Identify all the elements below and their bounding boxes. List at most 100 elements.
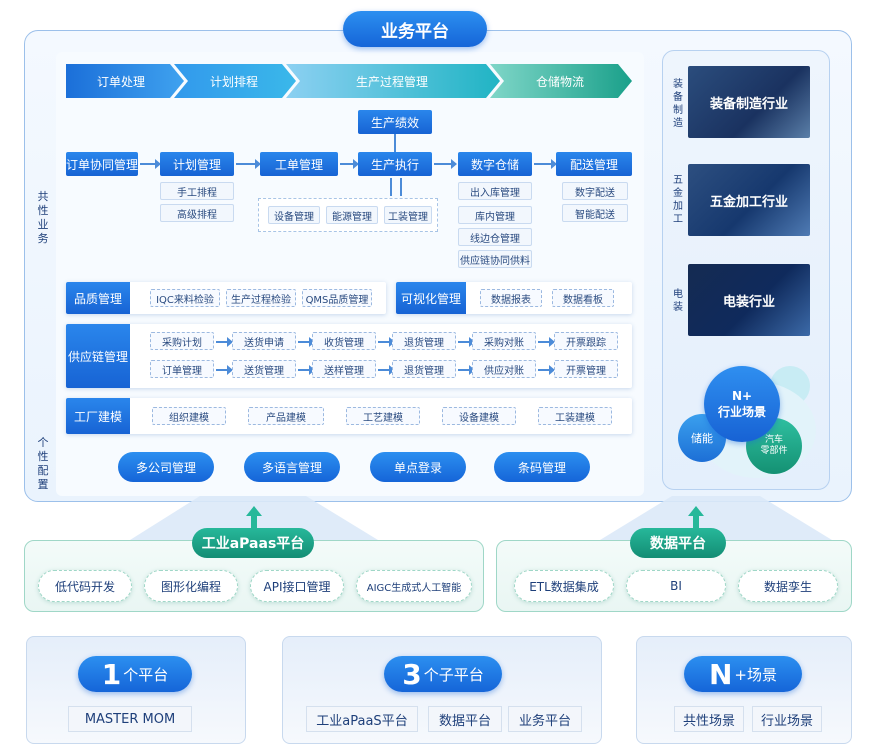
- supply-r1-arrow-2: [298, 337, 315, 347]
- supply-r1-arrow-1: [216, 337, 233, 347]
- summary-2-sub-3: 业务平台: [508, 706, 582, 732]
- visual-item-1: 数据报表: [480, 289, 542, 307]
- supply-r2-arrow-5: [538, 365, 555, 375]
- flow-seg-label-3: 生产过程管理: [355, 74, 428, 89]
- warehouse-sub-1: 出入库管理: [458, 182, 532, 200]
- supply-r1-arrow-5: [538, 337, 555, 347]
- apaas-item-1: 低代码开发: [38, 570, 132, 602]
- flow-seg-label-4: 仓储物流: [535, 74, 584, 89]
- summary-3-sub-2: 行业场景: [752, 706, 822, 732]
- warehouse-box: 数字仓储: [458, 152, 532, 176]
- bubble-energy: 储能: [678, 414, 726, 462]
- flow-seg-3: [286, 64, 500, 98]
- supply-r2-arrow-3: [378, 365, 395, 375]
- industry-hardware: 五金加工行业: [688, 164, 810, 236]
- supply-r1-5: 采购对账: [472, 332, 536, 350]
- factory-item-4: 设备建模: [442, 407, 516, 425]
- connector-shapes: [130, 496, 832, 540]
- apaas-item-4: AIGC生成式人工智能: [356, 570, 472, 602]
- supply-r2-arrow-4: [458, 365, 475, 375]
- summary-big-3: N: [708, 657, 733, 691]
- supply-r2-3: 送样管理: [312, 360, 376, 378]
- factory-item-5: 工装建模: [538, 407, 612, 425]
- visual-label: 可视化管理: [396, 282, 466, 314]
- plan-sub-2: 高级排程: [160, 204, 234, 222]
- plan-mgmt-box: 计划管理: [160, 152, 234, 176]
- supply-r1-1: 采购计划: [150, 332, 214, 350]
- summary-suffix-3: +场景: [734, 665, 777, 684]
- industry-electrical: 电装行业: [688, 264, 810, 336]
- supply-r1-arrow-4: [458, 337, 475, 347]
- industry-equipment: 装备制造行业: [688, 66, 810, 138]
- exec-sub-1: 设备管理: [268, 206, 320, 224]
- data-item-3: 数据孪生: [738, 570, 838, 602]
- summary-big-1: 1: [101, 657, 122, 691]
- flow-seg-4: [490, 64, 632, 98]
- flow-seg-label-1: 订单处理: [96, 74, 145, 89]
- supply-r2-arrow-1: [216, 365, 233, 375]
- delivery-box: 配送管理: [556, 152, 632, 176]
- summary-pill-1: 1 个平台: [78, 656, 192, 692]
- summary-pill-2: 3 个子平台: [384, 656, 502, 692]
- data-item-2: BI: [626, 570, 726, 602]
- industry-electrical-label: 电装行业: [722, 294, 775, 310]
- flow-seg-label-2: 计划排程: [209, 74, 258, 89]
- supply-r2-arrow-2: [298, 365, 315, 375]
- warehouse-sub-4: 供应链协同供料: [458, 250, 532, 268]
- multi-language-pill: 多语言管理: [244, 452, 340, 482]
- factory-label: 工厂建模: [66, 398, 130, 434]
- arrow-5: [534, 159, 557, 169]
- production-performance: 生产绩效: [358, 110, 432, 134]
- supply-r2-5: 供应对账: [472, 360, 536, 378]
- industry-side-2: 五金加工: [673, 175, 683, 225]
- data-item-1: ETL数据集成: [514, 570, 614, 602]
- bubble-auto-label: 汽车 零部件: [760, 435, 788, 456]
- summary-1-sub-1: MASTER MOM: [68, 706, 192, 732]
- plan-sub-1: 手工排程: [160, 182, 234, 200]
- bubble-energy-label: 储能: [691, 432, 713, 445]
- quality-item-1: IQC来料检验: [150, 289, 220, 307]
- multi-company-pill: 多公司管理: [118, 452, 214, 482]
- summary-3-sub-1: 共性场景: [674, 706, 744, 732]
- supply-r1-4: 退货管理: [392, 332, 456, 350]
- exec-down-arrow: [390, 178, 392, 196]
- summary-suffix-1: 个平台: [123, 665, 169, 684]
- flow-seg-1: [66, 64, 184, 98]
- sso-pill: 单点登录: [370, 452, 466, 482]
- summary-2-sub-1: 工业aPaaS平台: [306, 706, 418, 732]
- industry-side-3: 电装: [673, 289, 683, 313]
- visual-item-2: 数据看板: [552, 289, 614, 307]
- supply-r2-6: 开票管理: [554, 360, 618, 378]
- factory-item-3: 工艺建模: [346, 407, 420, 425]
- exec-sub-2: 能源管理: [326, 206, 378, 224]
- quality-label: 品质管理: [66, 282, 130, 314]
- apaas-item-3: API接口管理: [250, 570, 344, 602]
- arrow-2: [236, 159, 261, 169]
- quality-item-2: 生产过程检验: [226, 289, 296, 307]
- supply-r2-2: 送货管理: [232, 360, 296, 378]
- industry-hardware-label: 五金加工行业: [709, 194, 788, 210]
- exec-up-arrow: [400, 178, 402, 196]
- supply-label: 供应链管理: [66, 324, 130, 388]
- bubble-main: N+ 行业场景: [704, 366, 780, 442]
- summary-2-sub-2: 数据平台: [428, 706, 502, 732]
- supply-r1-2: 送货申请: [232, 332, 296, 350]
- warehouse-sub-3: 线边仓管理: [458, 228, 532, 246]
- summary-pill-3: N +场景: [684, 656, 802, 692]
- exec-box: 生产执行: [358, 152, 432, 176]
- apaas-title: 工业aPaas平台: [192, 528, 314, 558]
- side-label-personal: 个性配置: [37, 436, 49, 491]
- exec-sub-3: 工装管理: [384, 206, 432, 224]
- delivery-sub-1: 数字配送: [562, 182, 628, 200]
- order-collab-box: 订单协同管理: [66, 152, 138, 176]
- delivery-sub-2: 智能配送: [562, 204, 628, 222]
- barcode-pill: 条码管理: [494, 452, 590, 482]
- work-order-box: 工单管理: [260, 152, 338, 176]
- supply-r2-1: 订单管理: [150, 360, 214, 378]
- supply-r1-3: 收货管理: [312, 332, 376, 350]
- arrow-1: [140, 159, 161, 169]
- arrow-4: [434, 159, 457, 169]
- warehouse-sub-2: 库内管理: [458, 206, 532, 224]
- data-platform-title: 数据平台: [630, 528, 726, 558]
- factory-item-2: 产品建模: [248, 407, 324, 425]
